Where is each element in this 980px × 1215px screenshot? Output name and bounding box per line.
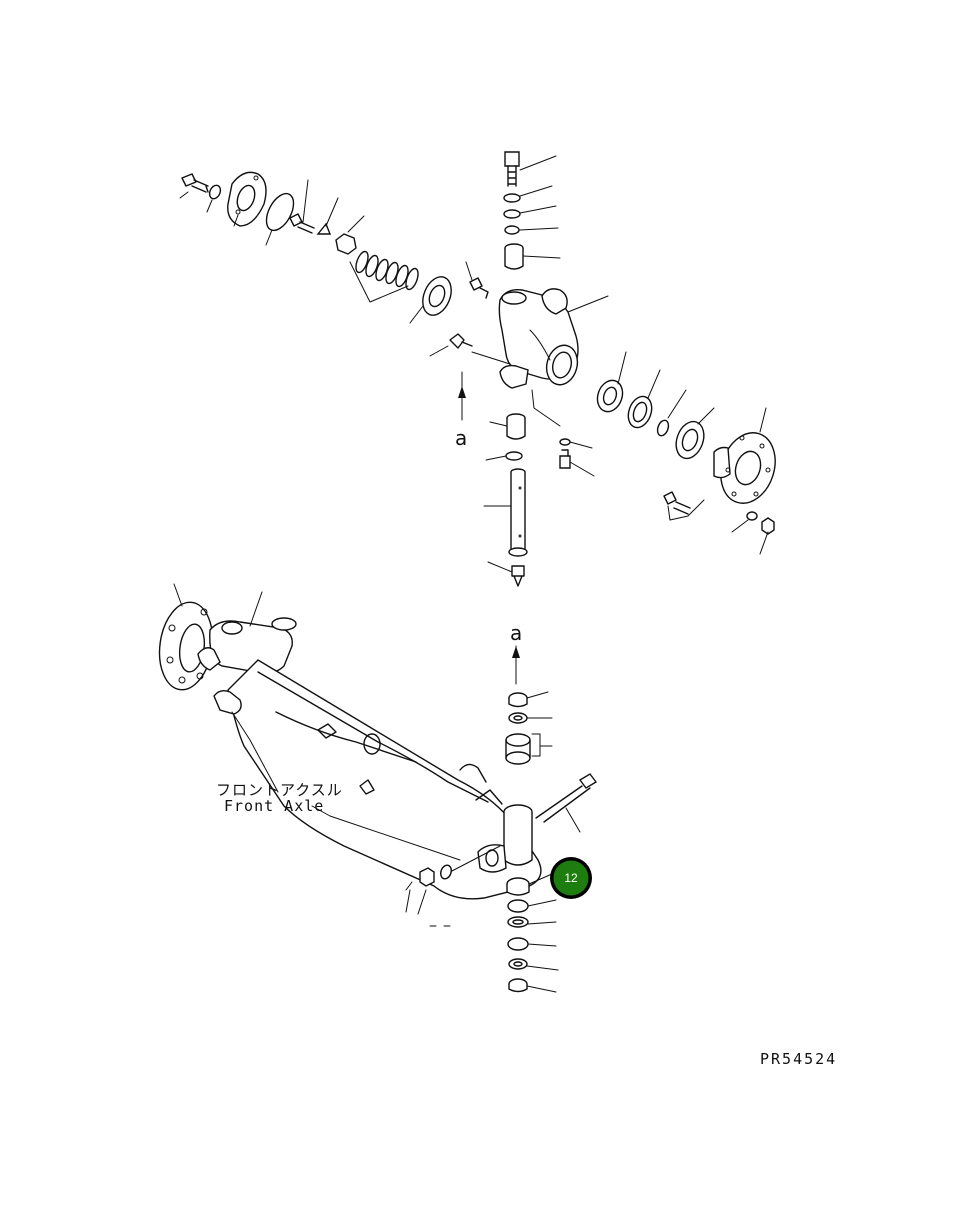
pivot-nut-top [508,692,528,708]
pivot-bushing-top [505,733,531,765]
wheel-hub [713,432,776,504]
pivot-washer-top [508,712,528,724]
lower-washer [505,451,523,461]
shaft-bolt [289,213,315,234]
view-a-arrow-upper [458,371,466,421]
pivot-o-ring-1 [507,899,529,913]
pivot-lower-stack [506,873,559,993]
side-washer [440,864,452,880]
lock-nut [335,233,357,255]
top-bushing [504,243,524,270]
steering-knuckle [498,288,579,389]
pivot-washer-lower [508,958,528,970]
left-shaft-parts [179,171,452,324]
inner-bearing [596,379,624,413]
pivot-bushing-lower [506,877,530,896]
spindle-parts [596,351,776,555]
lower-bushing [506,413,526,440]
king-pin [508,468,528,557]
small-o-ring [559,438,571,446]
outer-bearing [675,420,705,460]
seal-ring [656,419,670,437]
drain-plug [559,449,595,477]
view-a-arrow-lower [512,645,520,685]
top-washer [503,193,521,203]
drawing-number: PR54524 [760,1050,837,1068]
hub-stud [663,491,691,515]
pivot-shim-lower [507,916,529,928]
shaft-bearing [422,276,452,316]
callout-number: 12 [564,871,578,885]
cover-bolt [181,173,209,193]
pivot-upper-stack [505,691,553,765]
axle-label-en: Front Axle [224,797,324,815]
oil-seal [627,395,653,429]
cover-plate [227,171,267,227]
callout-fill [553,860,589,896]
top-shim-2 [504,225,520,235]
grease-fitting-upper [465,261,489,299]
axle-label-jp: フロントアクスル [216,781,343,799]
view-a-label-lower: a [510,621,522,645]
callout-badge-12[interactable]: 12 [550,857,592,899]
grease-fitting-left [429,333,473,357]
kingpin-top-stack [503,151,561,270]
grease-fitting-lower [487,561,525,587]
pivot-nut-lower [508,978,528,993]
top-bolt [504,151,520,187]
front-axle-body [158,601,542,900]
pivot-bolt [535,773,598,823]
lock-pin [316,222,332,235]
top-shim-1 [503,209,521,219]
view-a-label-upper: a [455,426,467,450]
cover-gasket [265,192,295,232]
hub-washer [746,511,758,521]
hub-nut [761,517,775,535]
pivot-o-ring-2 [507,937,529,951]
bolt-washer [208,184,222,200]
side-nut [419,867,435,887]
disc-pack [355,250,419,291]
